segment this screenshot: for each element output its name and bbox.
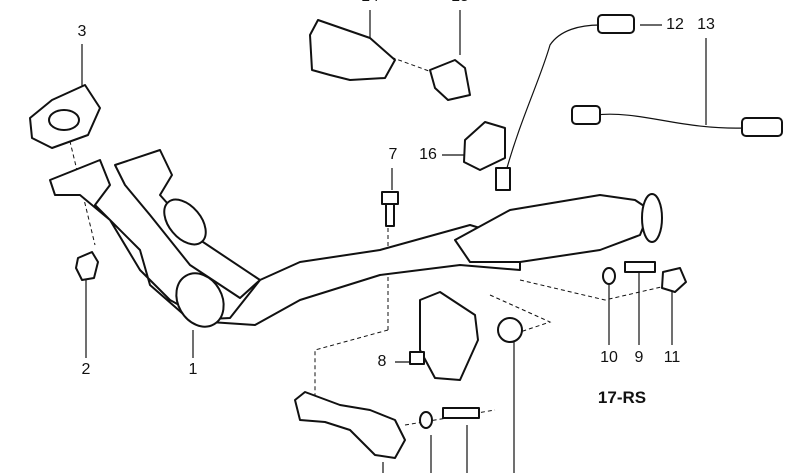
catalytic-converter [454, 194, 651, 263]
bolt-part-7 [381, 191, 399, 205]
connector-part-12 [597, 14, 635, 34]
washer-lower [419, 411, 433, 429]
callout-13: 13 [697, 16, 715, 33]
bolt-lower [442, 407, 480, 419]
nut-part-2 [75, 251, 99, 281]
callout-11: 11 [663, 349, 681, 366]
bracket-lower [294, 391, 406, 459]
callout-14: 14 [361, 0, 379, 6]
diagram-code: 17-RS [597, 388, 647, 407]
clip-part-15 [429, 59, 471, 101]
washer-part-10 [602, 267, 616, 285]
callout-16: 16 [419, 146, 437, 163]
nut-part-11 [661, 267, 687, 293]
callout-3: 3 [77, 23, 87, 40]
callout-12: 12 [666, 16, 684, 33]
callout-9: 9 [634, 349, 644, 366]
grommet-part-16 [463, 121, 506, 171]
callout-15: 15 [451, 0, 469, 6]
rubber-bushing [497, 317, 523, 343]
bracket-part-14 [309, 19, 396, 81]
callout-2: 2 [81, 361, 91, 378]
bolt-part-9 [624, 261, 656, 273]
mount-part-8 [419, 291, 479, 381]
oxygen-sensor-cable [504, 24, 601, 176]
connector-part-13b [741, 117, 783, 137]
oxygen-sensor [495, 167, 511, 191]
connector-part-13a [571, 105, 601, 125]
callout-7: 7 [388, 146, 398, 163]
callout-10: 10 [600, 349, 618, 366]
callout-8: 8 [377, 353, 387, 370]
callout-1: 1 [188, 361, 198, 378]
